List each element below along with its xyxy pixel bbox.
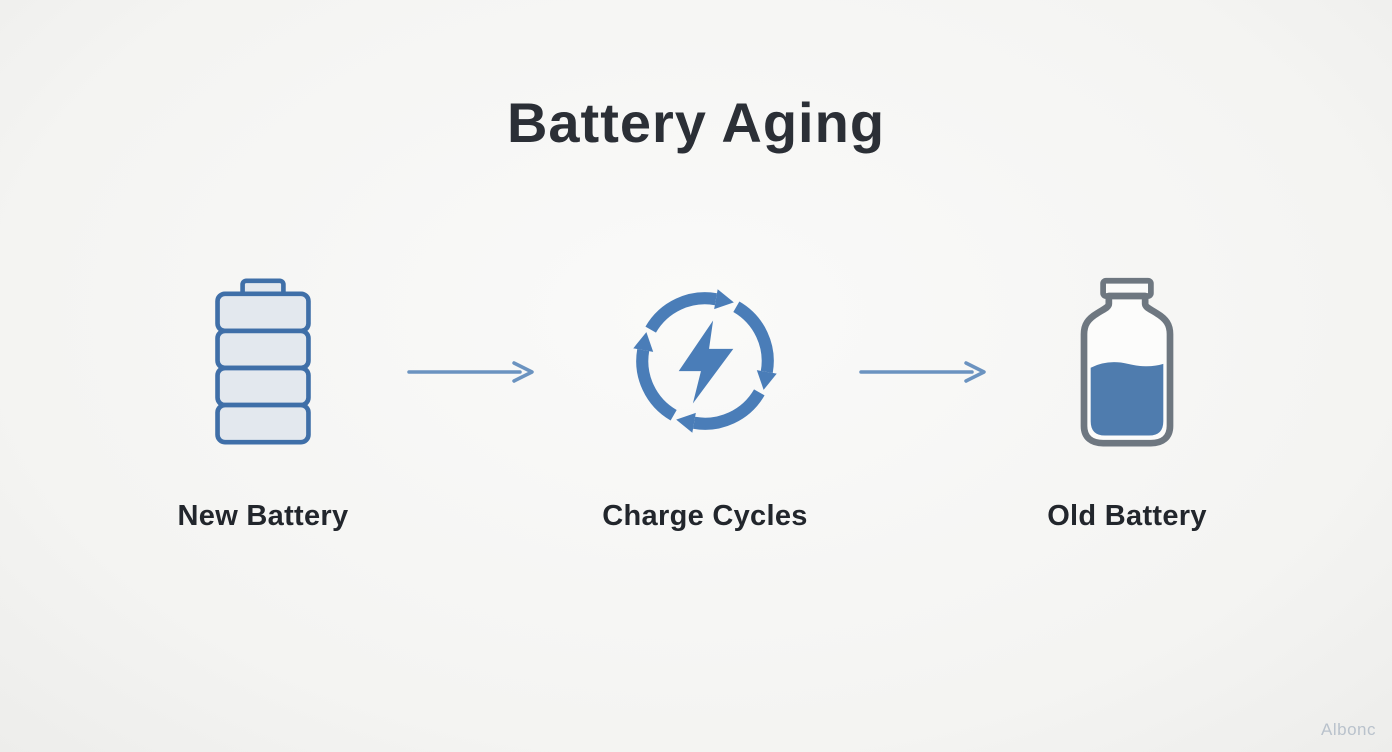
- new-battery-icon-box: [211, 268, 315, 454]
- stage-label-old-battery: Old Battery: [1047, 500, 1207, 532]
- cycle-arrowhead: [633, 332, 654, 352]
- battery-segment: [215, 328, 311, 370]
- arrow-right-icon: [859, 361, 986, 383]
- stage-label-charge-cycles: Charge Cycles: [602, 500, 808, 532]
- stage-charge-cycles: Charge Cycles: [545, 268, 865, 533]
- stage-label-new-battery: New Battery: [177, 500, 349, 532]
- cycle-arrowhead: [756, 370, 777, 390]
- battery-fill-level: [1090, 362, 1164, 436]
- stage-old-battery: Old Battery: [967, 268, 1287, 533]
- cycle-arrowhead: [676, 412, 696, 433]
- new-battery-icon: [215, 277, 311, 445]
- battery-segment: [215, 402, 311, 445]
- cycle-arrowhead: [714, 289, 734, 310]
- battery-segment: [215, 290, 311, 333]
- old-battery-icon-box: [1073, 268, 1181, 454]
- stage-new-battery: New Battery: [103, 268, 423, 533]
- diagram-title: Battery Aging: [506, 91, 886, 154]
- lightning-bolt-icon: [678, 320, 734, 404]
- charge-cycles-icon: [633, 289, 777, 433]
- charge-cycles-icon-box: [614, 268, 796, 454]
- watermark: Albonc: [1321, 720, 1376, 739]
- battery-segment: [215, 365, 311, 407]
- old-battery-icon: [1080, 277, 1174, 447]
- arrow-right-icon: [407, 361, 534, 383]
